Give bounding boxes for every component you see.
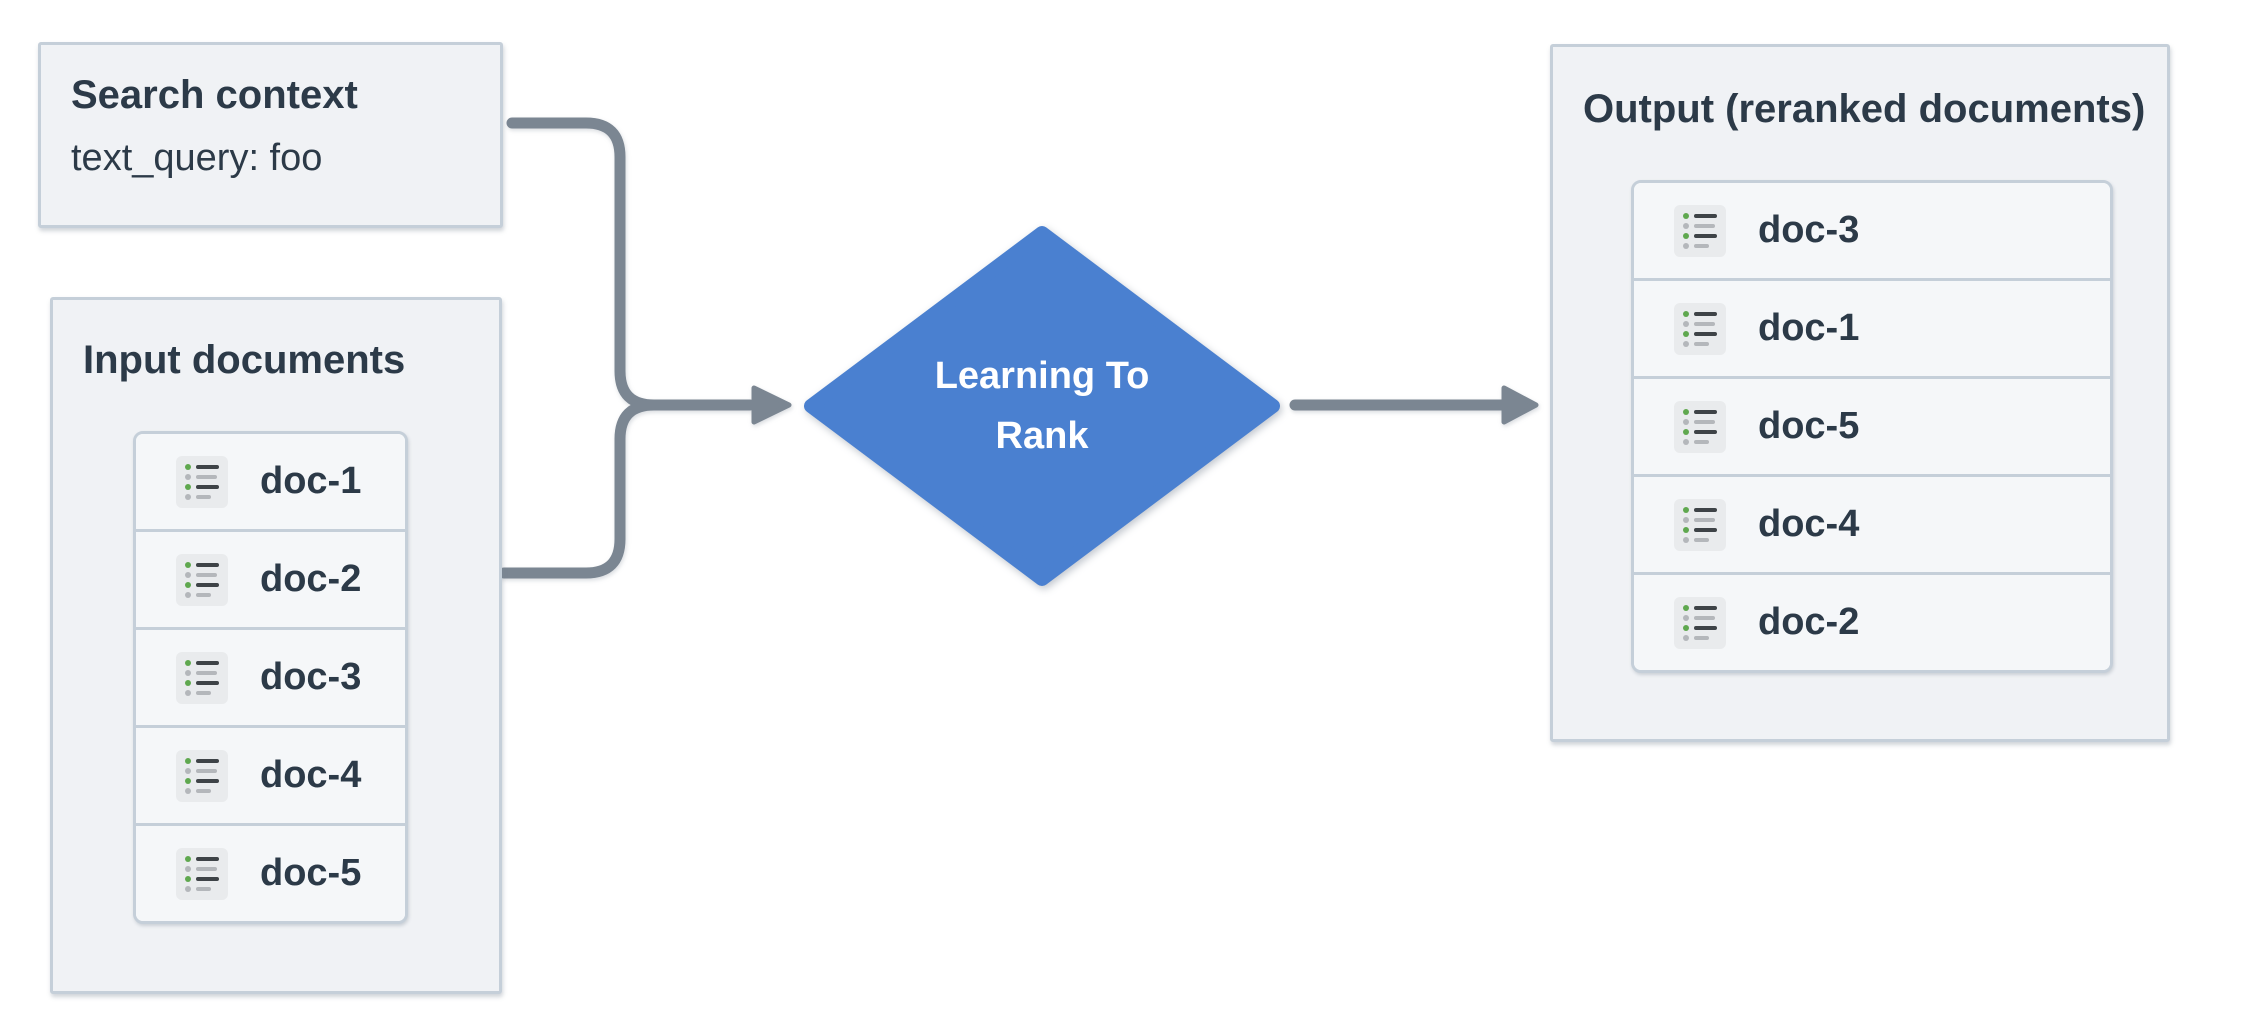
list-icon (1674, 400, 1726, 453)
arrowhead-into-diamond (751, 385, 792, 425)
document-card: doc-5 (1634, 376, 2110, 474)
document-card: doc-1 (136, 434, 405, 529)
document-label: doc-5 (260, 852, 362, 894)
document-label: doc-1 (1758, 307, 1860, 349)
output-title: Output (reranked documents) (1583, 87, 2146, 131)
list-icon (1674, 302, 1726, 355)
document-label: doc-3 (1758, 209, 1860, 251)
list-icon (176, 455, 228, 508)
document-label: doc-4 (1758, 503, 1860, 545)
document-card: doc-4 (1634, 474, 2110, 572)
document-label: doc-1 (260, 460, 362, 502)
edge-input-documents-to-diamond (498, 399, 660, 579)
learning-to-rank-label-line1: Learning To (934, 355, 1150, 397)
edge-search-context-to-diamond (506, 117, 756, 411)
list-icon (176, 847, 228, 900)
arrowhead-into-output (1501, 385, 1539, 425)
search-context-title: Search context (71, 73, 358, 117)
document-label: doc-3 (260, 656, 362, 698)
document-card: doc-3 (136, 627, 405, 725)
document-label: doc-2 (260, 558, 362, 600)
search-context-box: Search context text_query: foo (38, 42, 503, 228)
document-label: doc-2 (1758, 601, 1860, 643)
search-query-text: text_query: foo (71, 137, 323, 179)
document-label: doc-5 (1758, 405, 1860, 447)
output-document-list: doc-3 doc-1 doc-5 (1631, 180, 2113, 673)
document-card: doc-2 (136, 529, 405, 627)
document-card: doc-5 (136, 823, 405, 921)
output-box: Output (reranked documents) doc-3 (1550, 44, 2170, 742)
document-card: doc-1 (1634, 278, 2110, 376)
document-card: doc-4 (136, 725, 405, 823)
list-icon (176, 651, 228, 704)
list-icon (1674, 204, 1726, 257)
list-icon (1674, 596, 1726, 649)
input-document-list: doc-1 doc-2 doc-3 (133, 431, 408, 924)
document-card: doc-2 (1634, 572, 2110, 670)
document-card: doc-3 (1634, 183, 2110, 278)
list-icon (176, 553, 228, 606)
input-documents-title: Input documents (83, 338, 406, 382)
document-label: doc-4 (260, 754, 362, 796)
learning-to-rank-label: Learning To Rank (804, 226, 1280, 586)
input-documents-box: Input documents doc-1 doc-2 (50, 297, 502, 994)
learning-to-rank-label-line2: Rank (995, 415, 1089, 457)
learning-to-rank-diamond (804, 226, 1280, 586)
list-icon (1674, 498, 1726, 551)
list-icon (176, 749, 228, 802)
